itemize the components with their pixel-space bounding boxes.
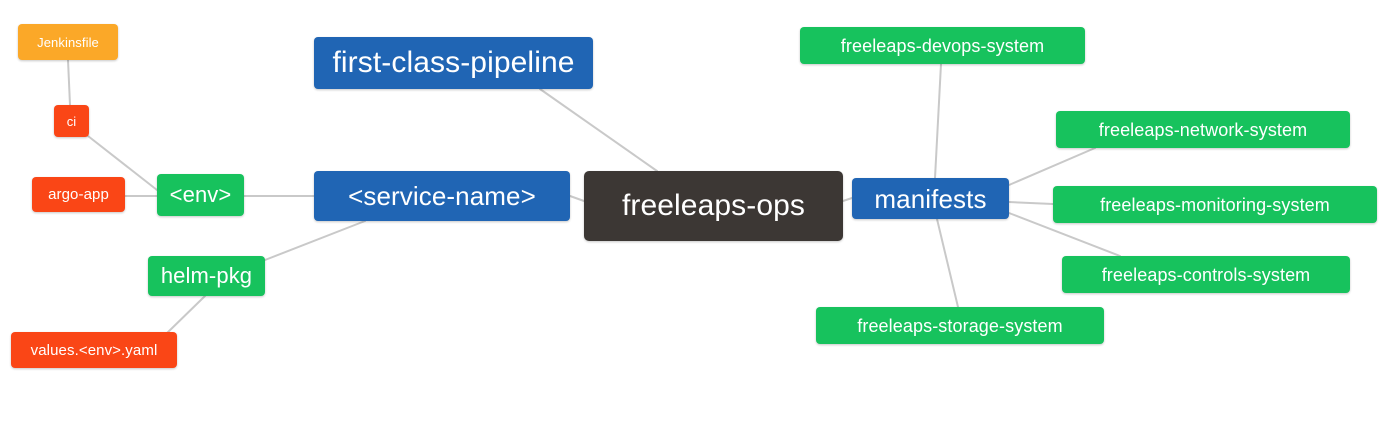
edge-manifests-to-freeleaps-devops-system <box>934 63 942 179</box>
edge-freeleaps-ops-to-manifests <box>842 197 853 202</box>
node-argo-app[interactable]: argo-app <box>32 177 125 212</box>
node-label: helm-pkg <box>160 263 253 288</box>
node-service-name[interactable]: <service-name> <box>314 171 570 221</box>
node-freeleaps-controls-system[interactable]: freeleaps-controls-system <box>1062 256 1350 293</box>
node-manifests[interactable]: manifests <box>852 178 1009 219</box>
node-freeleaps-network-system[interactable]: freeleaps-network-system <box>1056 111 1350 148</box>
edge-manifests-to-freeleaps-network-system <box>1008 147 1096 186</box>
edge-helm-pkg-to-service-name <box>264 220 366 261</box>
node-label: freeleaps-controls-system <box>1101 264 1311 285</box>
node-label: Jenkinsfile <box>37 34 99 50</box>
node-label: values.<env>.yaml <box>30 341 158 359</box>
node-freeleaps-devops-system[interactable]: freeleaps-devops-system <box>800 27 1085 64</box>
node-label: <env> <box>169 182 232 207</box>
edge-manifests-to-freeleaps-storage-system <box>936 218 959 308</box>
node-jenkinsfile[interactable]: Jenkinsfile <box>18 24 118 60</box>
node-helm-pkg[interactable]: helm-pkg <box>148 256 265 296</box>
node-label: freeleaps-devops-system <box>840 35 1045 56</box>
edge-jenkinsfile-to-ci <box>67 59 71 106</box>
node-label: argo-app <box>48 186 109 203</box>
node-freeleaps-storage-system[interactable]: freeleaps-storage-system <box>816 307 1104 344</box>
node-label: <service-name> <box>348 181 536 211</box>
node-label: freeleaps-storage-system <box>857 315 1063 336</box>
edge-service-name-to-freeleaps-ops <box>569 195 585 202</box>
node-first-class-pipeline[interactable]: first-class-pipeline <box>314 37 593 89</box>
edge-values-yaml-to-helm-pkg <box>164 295 206 336</box>
node-label: first-class-pipeline <box>332 46 575 79</box>
edge-manifests-to-freeleaps-monitoring-system <box>1008 201 1054 205</box>
node-freeleaps-monitoring-system[interactable]: freeleaps-monitoring-system <box>1053 186 1377 223</box>
node-env[interactable]: <env> <box>157 174 244 216</box>
node-ci[interactable]: ci <box>54 105 89 137</box>
node-values-yaml[interactable]: values.<env>.yaml <box>11 332 177 368</box>
node-label: freeleaps-ops <box>621 189 806 222</box>
edge-first-class-pipeline-to-freeleaps-ops <box>539 88 658 172</box>
node-freeleaps-ops[interactable]: freeleaps-ops <box>584 171 843 241</box>
node-label: freeleaps-network-system <box>1098 119 1308 140</box>
node-label: manifests <box>874 183 987 214</box>
node-label: freeleaps-monitoring-system <box>1100 194 1330 215</box>
node-label: ci <box>66 113 77 129</box>
